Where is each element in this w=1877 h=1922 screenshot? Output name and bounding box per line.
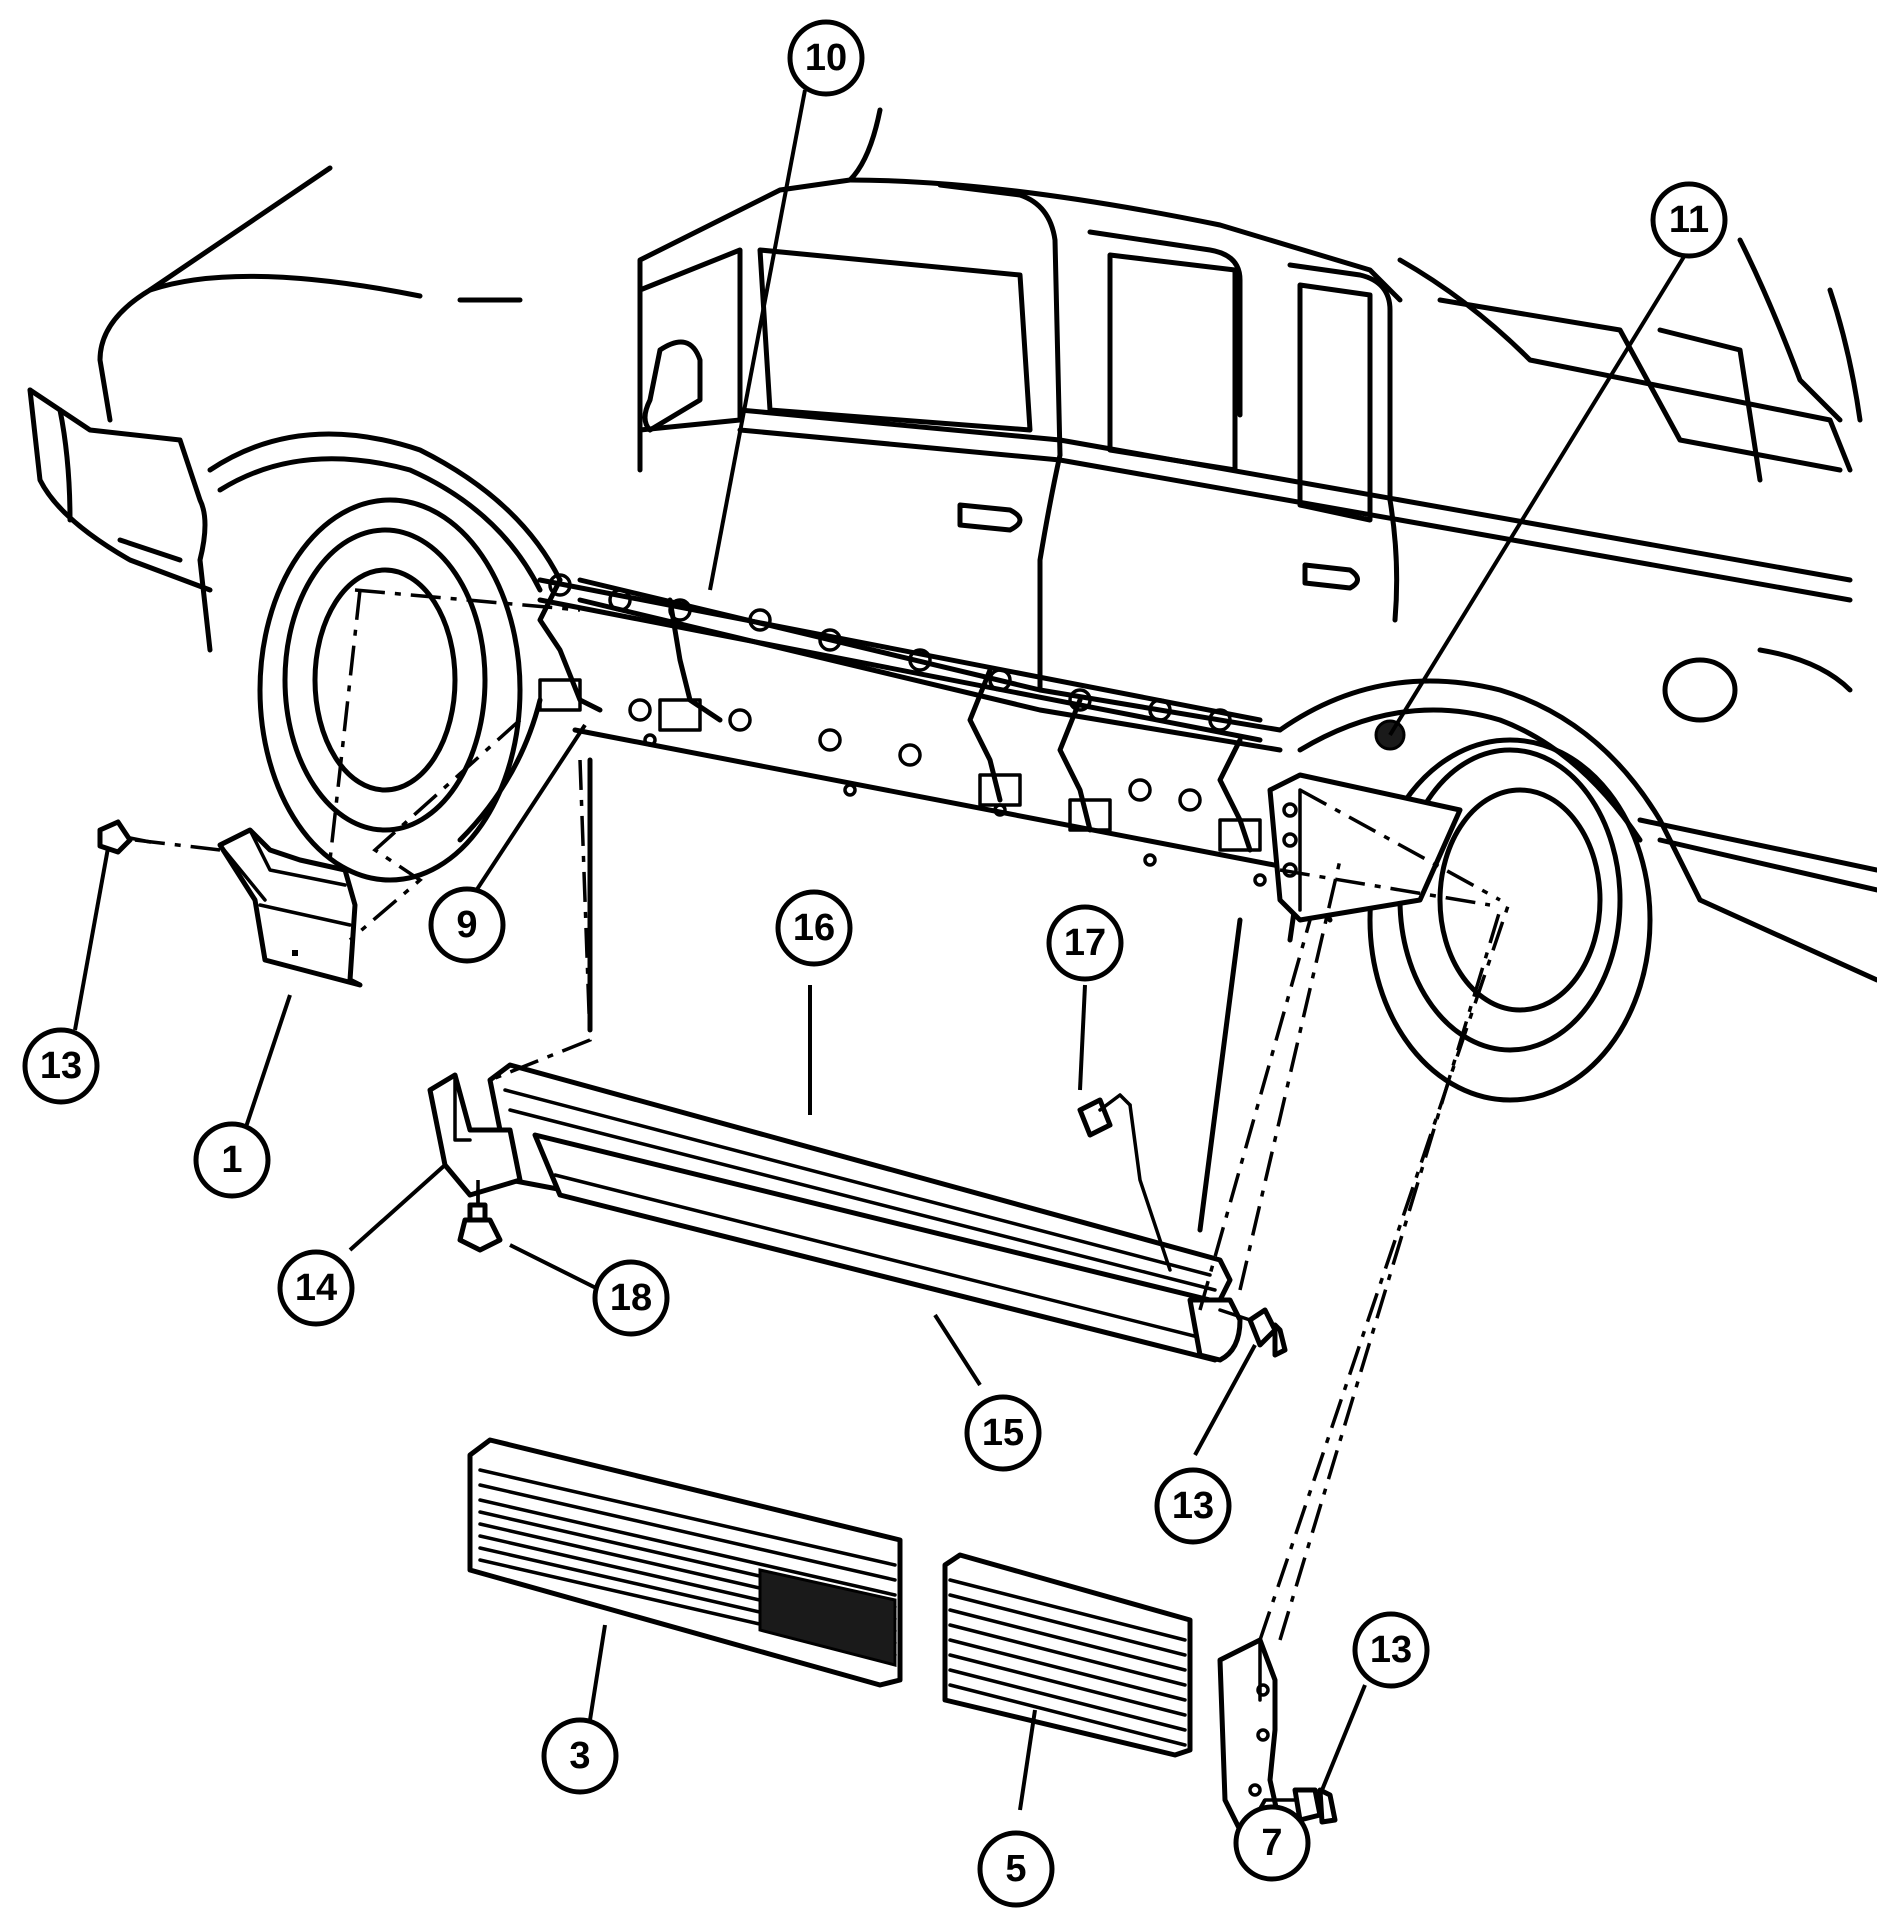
callout-7-label: 7 xyxy=(1261,1822,1282,1864)
bolt-rear-lower xyxy=(1263,1787,1338,1825)
callout-9: 9 xyxy=(428,886,506,964)
callout-1: 1 xyxy=(193,1121,271,1199)
callout-16-label: 16 xyxy=(793,907,835,949)
callout-15-label: 15 xyxy=(982,1412,1024,1454)
callout-11: 11 xyxy=(1650,181,1728,259)
callout-14-label: 14 xyxy=(295,1267,337,1309)
callout-13-rear: 13 xyxy=(1352,1611,1430,1689)
callout-11-label: 11 xyxy=(1669,199,1709,241)
callout-13-rear-label: 13 xyxy=(1370,1629,1412,1671)
callout-13-middle: 13 xyxy=(1154,1467,1232,1545)
callout-3: 3 xyxy=(541,1717,619,1795)
front-splash-shield xyxy=(217,827,363,988)
rocker-bracket-panel xyxy=(572,719,1463,1233)
rear-splash-guard xyxy=(1217,1637,1283,1833)
callout-7: 7 xyxy=(1233,1804,1311,1882)
callout-5: 5 xyxy=(977,1830,1055,1908)
molding-front-door xyxy=(467,1437,903,1688)
callout-10: 10 xyxy=(787,19,865,97)
callout-13-front-label: 13 xyxy=(40,1045,82,1087)
callout-9-label: 9 xyxy=(456,904,477,946)
callout-18: 18 xyxy=(592,1259,670,1337)
callout-13-middle-label: 13 xyxy=(1172,1485,1214,1527)
leader-lines xyxy=(73,89,1687,1831)
callout-14: 14 xyxy=(277,1249,355,1327)
molding-rear-door xyxy=(942,1552,1193,1758)
callout-10-label: 10 xyxy=(805,37,847,79)
push-pin-fastener xyxy=(457,1188,503,1253)
callout-13-front: 13 xyxy=(22,1027,100,1105)
screw-17 xyxy=(1077,1093,1172,1272)
callout-1-label: 1 xyxy=(221,1139,242,1181)
callout-18-label: 18 xyxy=(610,1277,652,1319)
callout-17-label: 17 xyxy=(1064,922,1106,964)
callout-15: 15 xyxy=(964,1394,1042,1472)
mounting-bracket-rail xyxy=(537,573,1263,853)
callout-3-label: 3 xyxy=(569,1735,590,1777)
vehicle-body xyxy=(27,107,1877,1103)
bolt-rear-upper xyxy=(1218,1307,1288,1358)
bolt-front xyxy=(97,819,152,855)
callout-16: 16 xyxy=(775,889,853,967)
callout-5-label: 5 xyxy=(1005,1848,1026,1890)
assembly-guide-lines xyxy=(134,588,1512,1641)
rocker-molding xyxy=(427,1062,1243,1363)
callout-17: 17 xyxy=(1046,904,1124,982)
